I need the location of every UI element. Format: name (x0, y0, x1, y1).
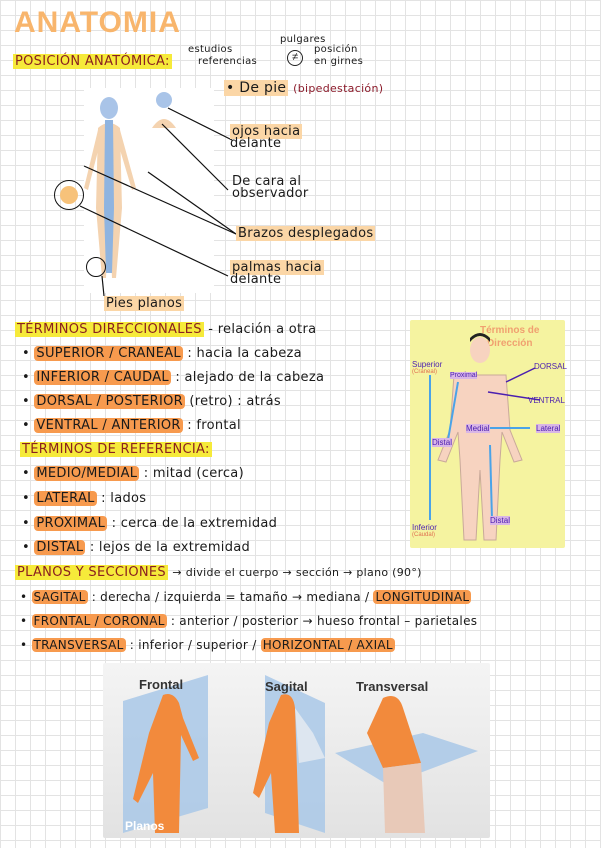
label-ojos: ojos hacia (230, 124, 303, 139)
list-item: • DISTAL : lejos de la extremidad (22, 540, 251, 555)
list-item: • DORSAL / POSTERIOR (retro) : atrás (22, 394, 282, 409)
bipedestacion: (bipedestación) (293, 82, 384, 95)
list-item: • SUPERIOR / CRANEAL : hacia la cabeza (22, 346, 302, 361)
label-palmas: palmas hacia (230, 260, 324, 275)
label-pies: Pies planos (104, 296, 185, 311)
label-palmas-2: delante (230, 272, 282, 287)
planes-image: Frontal Sagital Transversal Planos (103, 663, 490, 838)
list-item: • PROXIMAL : cerca de la extremidad (22, 516, 278, 531)
de-pie: • De pie (224, 80, 289, 96)
skeleton-illustration (64, 92, 176, 278)
label-cara: De cara al (232, 174, 302, 189)
foot-circle (86, 257, 106, 277)
body-figure (429, 333, 541, 541)
list-item: • VENTRAL / ANTERIOR : frontal (22, 418, 241, 433)
referencia-heading: TÉRMINOS DE REFERENCIA: (20, 442, 212, 457)
annotation-lines (79, 107, 237, 297)
planos-sub: → divide el cuerpo → sección → plano (90… (172, 566, 422, 579)
label-sagital: Sagital (265, 679, 308, 694)
image-caption: Planos (125, 819, 165, 833)
label-frontal: Frontal (139, 677, 184, 692)
palm-icon (60, 186, 78, 204)
list-item: • INFERIOR / CAUDAL : alejado de la cabe… (22, 370, 325, 385)
label-cara-2: observador (232, 186, 309, 201)
page-title: ANATOMIA (14, 6, 181, 39)
label-ojos-2: delante (230, 136, 282, 151)
note-pulgares: pulgares (280, 34, 326, 45)
list-item: • FRONTAL / CORONAL : anterior / posteri… (20, 614, 478, 628)
planos-heading: PLANOS Y SECCIONES (15, 565, 168, 580)
list-item: • LATERAL : lados (22, 491, 147, 506)
list-item: • TRANSVERSAL : inferior / superior / HO… (20, 638, 395, 652)
label-brazos: Brazos desplegados (236, 226, 376, 241)
label-transversal: Transversal (356, 679, 429, 694)
list-item: • MEDIO/MEDIAL : mitad (cerca) (22, 466, 244, 481)
note-posicion: posición (314, 44, 358, 55)
posicion-heading: POSICIÓN ANATÓMICA: (13, 54, 172, 69)
palm-circle (54, 180, 84, 210)
not-equal-symbol: ≠ (287, 50, 303, 66)
direccionales-sub: - relación a otra (208, 322, 317, 337)
list-item: • SAGITAL : derecha / izquierda = tamaño… (20, 590, 472, 604)
note-girnes: en girnes (314, 56, 364, 67)
note-estudios: estudios (188, 44, 233, 55)
direccionales-heading: TÉRMINOS DIRECCIONALES (15, 322, 204, 337)
planes-illustration (123, 675, 478, 833)
note-referencias: referencias (198, 56, 258, 67)
